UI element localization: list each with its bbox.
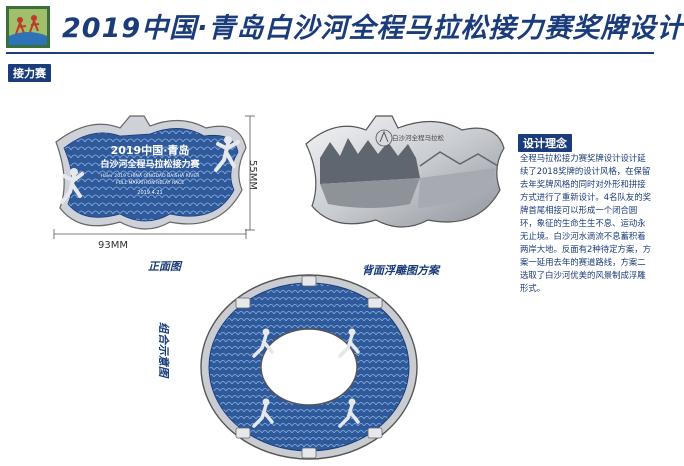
runner-right-icon: [214, 136, 240, 172]
caption-front: 正面图: [148, 260, 181, 273]
medal-front-line4: FULL MARATHON RELAY RACE: [116, 180, 184, 186]
width-dimension-line: [53, 229, 247, 239]
runner-left-icon: [60, 168, 84, 204]
ring-runner-icons: [252, 328, 360, 428]
height-label: 55MM: [247, 160, 258, 190]
caption-combo: 组合示意图: [157, 322, 170, 377]
title-divider: [6, 52, 654, 54]
page-title: 2019中国·青岛白沙河全程马拉松接力赛奖牌设计: [62, 13, 684, 44]
back-medal: 白沙河全程马拉松: [305, 115, 505, 228]
combined-ring-medal: [200, 274, 418, 460]
ring-joint-icons: [235, 275, 383, 459]
section-tag: 接力赛: [8, 64, 51, 82]
height-dimension-line: [245, 115, 255, 231]
event-logo-icon: [6, 6, 50, 48]
back-emblem-text: 白沙河全程马拉松: [392, 133, 445, 142]
design-board: 2019中国·青岛白沙河全程马拉松接力赛奖牌设计 接力赛 2019中国·青岛 白…: [6, 6, 683, 460]
medal-front-date: 2019.4.21: [137, 190, 162, 196]
back-emblem-icon: [375, 129, 393, 147]
tree-relief: [320, 138, 496, 208]
mountain-relief: [419, 151, 499, 167]
medal-front-line3: Haier 2019 CHINA QINGDAO BAISHA RIVER: [101, 173, 201, 179]
concept-heading: 设计理念: [518, 134, 572, 152]
front-medal: 2019中国·青岛 白沙河全程马拉松接力赛 Haier 2019 CHINA Q…: [55, 115, 247, 230]
concept-text: 全程马拉松接力赛奖牌设计设计延续了2018奖牌的设计风格，在保留去年奖牌风格的同…: [520, 153, 651, 293]
caption-back: 背面浮雕图方案: [362, 264, 439, 277]
width-label: 93MM: [98, 240, 128, 251]
medal-front-line1: 2019中国·青岛: [111, 143, 190, 157]
medal-front-line2: 白沙河全程马拉松接力赛: [100, 158, 200, 170]
